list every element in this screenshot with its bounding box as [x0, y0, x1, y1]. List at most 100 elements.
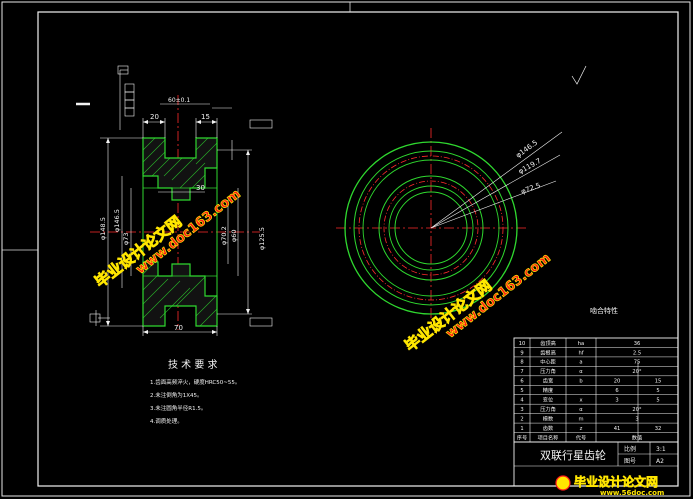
title-value-1: 3:1 — [656, 446, 666, 453]
dim-width-right: 15 — [201, 113, 210, 121]
gear-table-cell-v1: 6 — [615, 388, 618, 394]
small-gear-pitch — [383, 180, 479, 276]
tech-item-1: 1.齿面高频淬火，硬度HRC50~55。 — [150, 378, 240, 386]
gear-table-cell-sym: m — [578, 416, 583, 422]
gear-table-cell-sym: hf — [578, 350, 583, 356]
dim-overall: 70 — [174, 324, 183, 332]
gear-table-cell-no: 9 — [520, 350, 523, 356]
tech-requirements: 技 术 要 求 1.齿面高频淬火，硬度HRC50~55。 2.未注倒角为1X45… — [150, 358, 240, 425]
gear-table-cell-no: 8 — [520, 360, 523, 366]
dedendum-circle — [362, 159, 500, 297]
watermark-footer: 毕业设计论文网 www.56doc.com — [555, 474, 664, 497]
arrowheads — [106, 120, 250, 334]
dim-dia-mid-2: φ60 — [230, 229, 238, 242]
gear-table-cell-v1: 3 — [615, 398, 618, 404]
circle-dim-1: φ146.5 — [514, 139, 539, 160]
gear-table-cell-v1: 数值 — [632, 433, 642, 441]
gear-table-cell-name: 中心距 — [540, 358, 556, 366]
gear-table-cell-v2: 5 — [656, 388, 659, 394]
gear-table-cell-v1: 41 — [614, 426, 621, 432]
gear-table-cell-name: 齿根高 — [540, 348, 556, 356]
watermark-right: 毕业设计论文网 www.doc163.com — [401, 250, 554, 355]
section-view: 20 15 30 70 60±0.1 φ148.5 φ146.5 φ73 φ70… — [76, 65, 273, 336]
hatching — [142, 137, 218, 327]
gear-table-caption: 啮合特性 — [590, 306, 618, 315]
title-label-1: 比例 — [624, 445, 636, 453]
gear-table-cell-no: 序号 — [517, 433, 527, 441]
gear-table-cell-name: 齿数 — [543, 424, 554, 432]
circle-dim-3: φ72.5 — [520, 181, 542, 195]
gear-table-cell-v2: 15 — [655, 379, 662, 385]
gear-table-cell-sym: 代号 — [576, 433, 586, 441]
dim-dia-mid-1: φ70.2 — [220, 226, 228, 245]
gear-table-cell-sym: ha — [578, 341, 584, 347]
dim-width-left: 20 — [150, 113, 159, 121]
gear-table-cell-sym: α — [579, 369, 583, 375]
gear-table-cell-sym: b — [579, 379, 583, 385]
gear-table-cell-no: 3 — [520, 407, 523, 413]
pitch-circle — [358, 155, 504, 301]
gear-table-cell-name: 项目名称 — [538, 433, 559, 441]
gear-table-cell-name: 模数 — [543, 414, 554, 422]
footer-logo-icon — [555, 475, 571, 491]
leader-lines — [430, 131, 563, 229]
gear-table-cell-name: 齿顶高 — [540, 339, 556, 347]
dim-dia-left-3: φ73 — [122, 232, 130, 245]
part-outline-lower — [142, 261, 218, 327]
title-block-border — [513, 441, 679, 487]
gear-table-cell-name: 齿宽 — [543, 377, 553, 385]
tech-item-3: 3.未注圆角半径R1.5。 — [150, 404, 206, 412]
tech-item-2: 2.未注倒角为1X45。 — [150, 391, 203, 399]
gear-table-cell-v1: 20° — [632, 369, 642, 375]
tech-item-4: 4.调质处理。 — [150, 417, 183, 425]
dim-dia-left-1: φ148.5 — [99, 217, 107, 240]
dim-dia-right: φ125.5 — [258, 227, 266, 250]
gear-table-cell-no: 2 — [520, 416, 523, 422]
gear-table-cell-no: 6 — [520, 379, 523, 385]
gear-table-cell-v2: 32 — [655, 426, 662, 432]
title-label-2: 图号 — [624, 458, 636, 465]
part-name: 双联行星齿轮 — [540, 448, 606, 462]
dim-tolerance-top: 60±0.1 — [168, 97, 190, 104]
gear-table-cell-v1: 20 — [614, 379, 621, 385]
addendum-circle — [353, 150, 509, 306]
footer-cn: 毕业设计论文网 — [574, 474, 658, 489]
dim-dia-left-2: φ146.5 — [113, 209, 121, 232]
gear-table-cell-v1: 75 — [634, 360, 641, 366]
gear-table-cell-v1: 2.5 — [633, 350, 641, 356]
tech-heading: 技 术 要 求 — [168, 358, 218, 371]
footer-url: www.56doc.com — [600, 489, 664, 497]
gear-table-cell-v1: 20° — [632, 407, 642, 413]
outer-circle — [344, 141, 518, 315]
front-view: φ146.5 φ119.7 φ72.5 — [336, 65, 587, 328]
gear-table-cell-sym: α — [579, 407, 583, 413]
bore-circle — [394, 191, 468, 265]
dimension-lines — [95, 69, 252, 336]
circle-dim-2: φ119.7 — [517, 157, 542, 176]
gear-table-cell-no: 1 — [520, 426, 523, 432]
roughness-symbol — [571, 65, 587, 85]
gear-table-cell-sym: z — [580, 426, 583, 432]
gdt-frames — [89, 65, 273, 327]
gear-table-cell-no: 5 — [520, 388, 523, 394]
gear-table-cell-sym: x — [579, 398, 582, 404]
gear-table-cell-sym: a — [579, 360, 582, 366]
small-gear-dedendum — [388, 185, 474, 271]
small-gear-addendum — [378, 175, 484, 281]
title-block: 双联行星齿轮 比例 3:1 图号 A2 — [513, 441, 679, 487]
gear-table-cell-no: 4 — [520, 398, 524, 404]
gear-table-cell-v2: 5 — [656, 398, 659, 404]
dim-inner-30: 30 — [196, 184, 205, 192]
part-outline — [142, 137, 218, 201]
gear-table-cell-name: 精度 — [543, 386, 553, 394]
gear-table-cell-no: 10 — [519, 341, 526, 347]
gear-table-cell-name: 压力角 — [540, 367, 556, 375]
inner-frame — [37, 11, 679, 487]
gear-table-cell-name: 压力角 — [540, 405, 556, 413]
gear-table-cell-v1: 36 — [634, 341, 641, 347]
gear-table-cell-v1: 3 — [635, 416, 638, 422]
gear-table-cell-no: 7 — [520, 369, 523, 375]
